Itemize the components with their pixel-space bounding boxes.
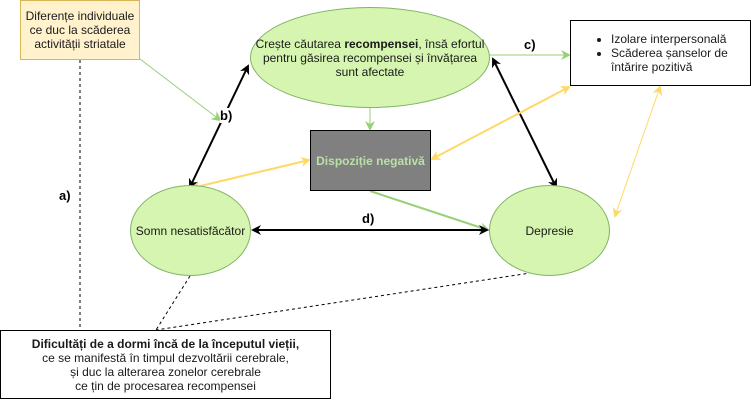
early-sleep-line4: ce țin de procesarea recompensei [75,378,256,393]
outcome-item: Izolare interpersonală [611,32,750,46]
reward-seeking-text-bold: recompensei [344,36,419,51]
outcomes-list: Izolare interpersonală Scăderea șanselor… [571,32,750,74]
reward-seeking-text-part1: Crește căutarea [255,36,345,51]
edge-b-double-arrow [188,64,250,189]
early-sleep-line2: ce se manifestă în timpul dezvoltării ce… [42,350,289,365]
early-sleep-line3: și duc la alterarea zonelor cerebrale [70,364,261,379]
edge-depression-to-early-dashed [155,269,551,331]
outcomes-box[interactable]: Izolare interpersonală Scăderea șanselor… [570,20,751,86]
individual-differences-text: Diferențe individuale ce duc la scăderea… [25,9,135,51]
early-sleep-line1: Dificultăți de a dormi încă de la începu… [31,336,300,351]
edge-label-a: a) [59,188,71,203]
negative-mood-box[interactable]: Dispoziție negativă [310,130,431,191]
outcome-item: Scăderea șanselor de întărire pozitivă [611,46,750,74]
edge-label-d: d) [362,211,375,226]
edge-label-b: b) [220,108,233,123]
depression-ellipse[interactable]: Depresie [489,185,610,276]
negative-mood-text: Dispoziție negativă [316,153,425,168]
edge-depression-outcomes-double-arrow [612,85,663,218]
individual-differences-box[interactable]: Diferențe individuale ce duc la scăderea… [20,0,140,60]
edge-sleep-mood-double-arrow [190,156,311,192]
edge-label-c: c) [524,37,536,52]
edge-mood-to-depression [369,190,490,233]
depression-text: Depresie [525,223,574,238]
reward-seeking-text-part2: , însă efortul pentru găsirea recompense… [262,36,485,79]
early-sleep-difficulties-box[interactable]: Dificultăți de a dormi încă de la începu… [0,330,331,399]
reward-seeking-text: Crește căutarea recompensei, însă efortu… [255,37,485,79]
edge-sleep-to-early-dashed [155,275,191,331]
poor-sleep-ellipse[interactable]: Somn nesatisfăcător [130,185,251,276]
reward-seeking-ellipse[interactable]: Crește căutarea recompensei, însă efortu… [250,7,490,108]
edge-mood-outcomes-double-arrow [430,86,571,160]
poor-sleep-text: Somn nesatisfăcător [135,223,246,238]
edge-individual-to-b [139,58,222,122]
